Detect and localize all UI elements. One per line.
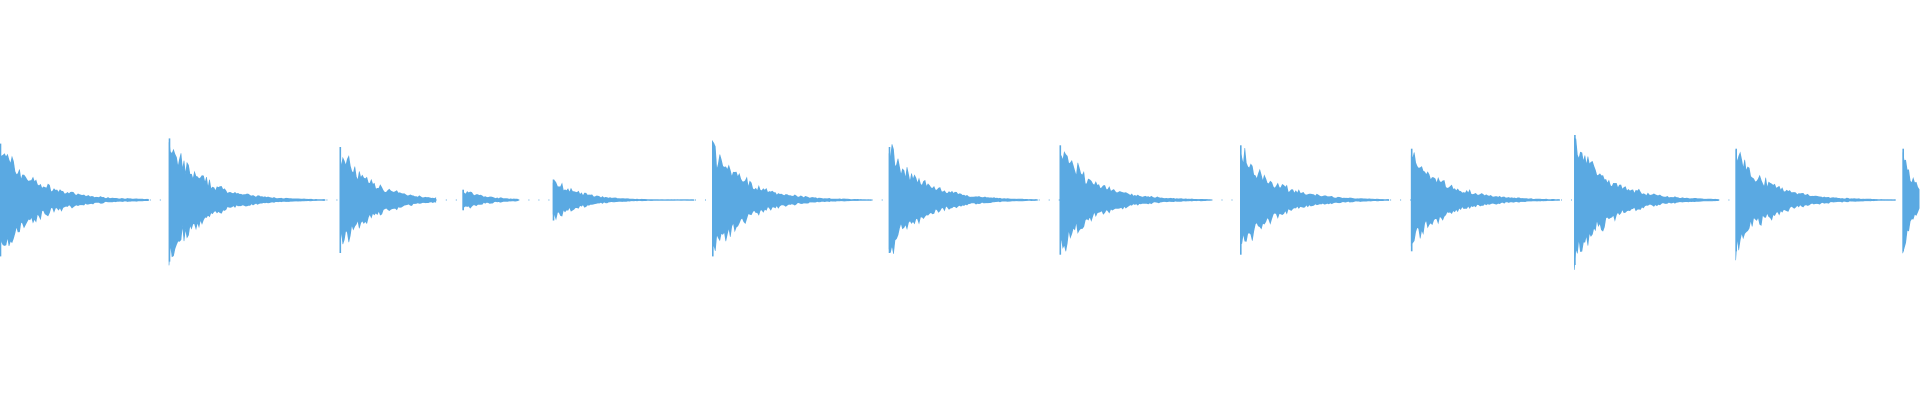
waveform-hit-12 [1735,149,1895,261]
waveform-hit-13 [1902,152,1920,254]
waveform-hit-1 [0,153,149,246]
waveform-hit-5 [552,179,695,221]
waveform-hit-11 [1574,137,1719,270]
waveform-hit-2 [168,142,326,266]
waveform-hit-6 [712,139,872,251]
waveform-hit-10 [1410,152,1560,247]
waveform-channel [0,135,1920,270]
waveform-hit-9 [1240,147,1390,244]
waveform-hit-3 [339,152,437,251]
waveform-hit-7 [888,144,1038,254]
waveform-hit-4 [462,189,519,210]
waveform-hit-8 [1059,151,1212,252]
